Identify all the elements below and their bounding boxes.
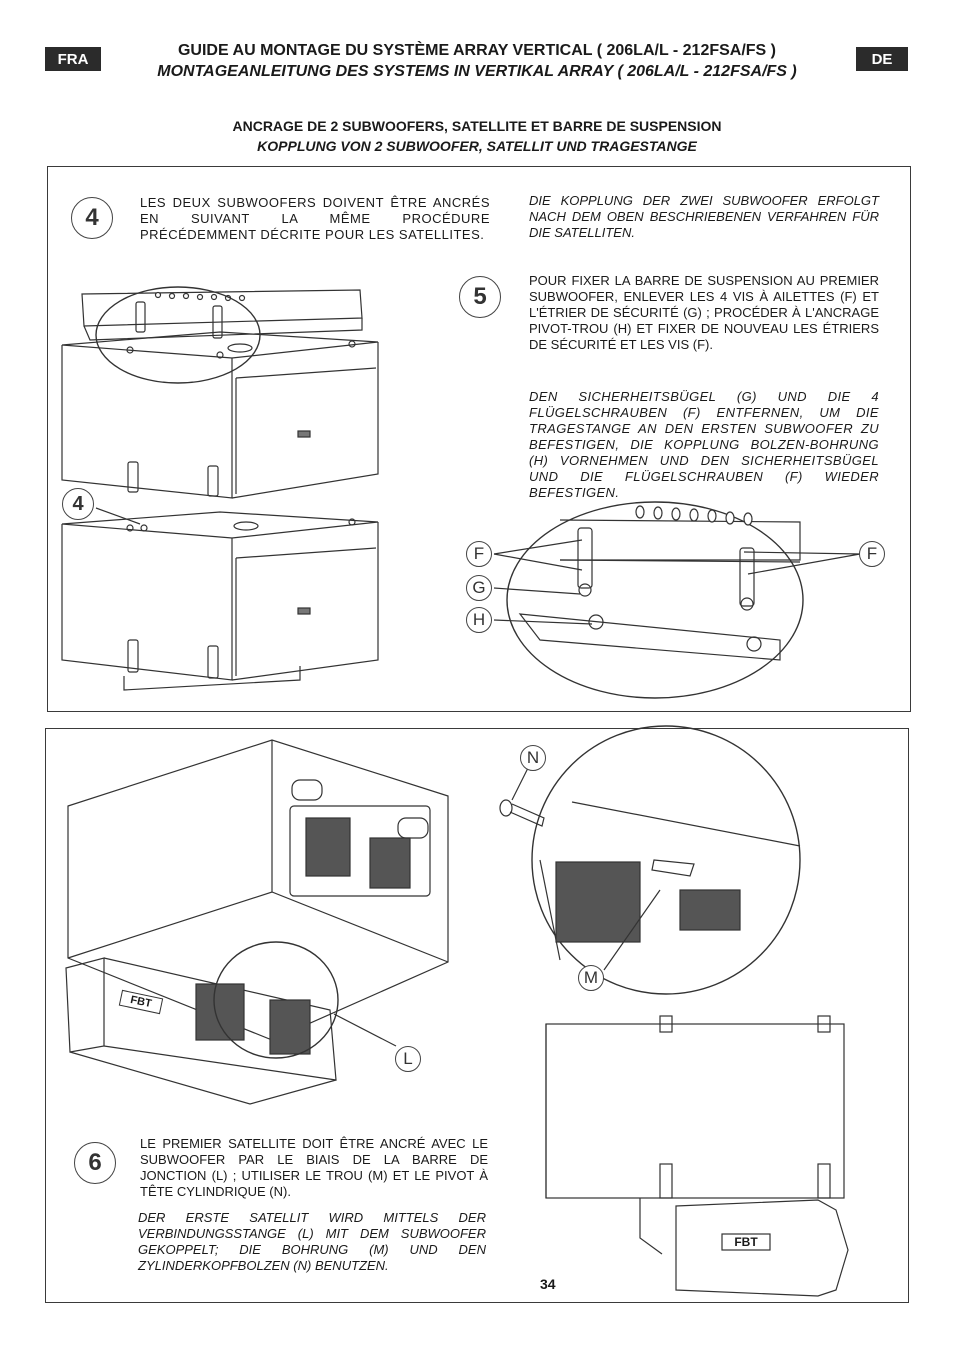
- language-badge-de: DE: [856, 47, 908, 71]
- step-5-text-fr: POUR FIXER LA BARRE DE SUSPENSION AU PRE…: [529, 273, 879, 352]
- callout-f-left: F: [466, 541, 492, 567]
- step-4-number: 4: [71, 197, 113, 239]
- section-title-de: KOPPLUNG VON 2 SUBWOOFER, SATELLIT UND T…: [257, 138, 697, 154]
- step-6-number: 6: [74, 1142, 116, 1184]
- title-de: MONTAGEANLEITUNG DES SYSTEMS IN VERTIKAL…: [157, 63, 797, 80]
- panel-steps-4-5: [47, 166, 911, 712]
- callout-f-right: F: [859, 541, 885, 567]
- page-number: 34: [540, 1276, 556, 1292]
- step-4-text-fr: LES DEUX SUBWOOFERS DOIVENT ÊTRE ANCRÉS …: [140, 195, 490, 242]
- callout-m: M: [578, 965, 604, 991]
- panel-step-6: [45, 728, 909, 1303]
- fbt-logo-right: FBT: [734, 1235, 758, 1249]
- callout-n: N: [520, 745, 546, 771]
- callout-g: G: [466, 575, 492, 601]
- step-4-marker: 4: [62, 488, 94, 520]
- section-title-fr: ANCRAGE DE 2 SUBWOOFERS, SATELLITE ET BA…: [232, 118, 722, 134]
- step-6-text-de: DER ERSTE SATELLIT WIRD MITTELS DER VERB…: [138, 1210, 486, 1273]
- language-badge-fra: FRA: [45, 47, 101, 71]
- step-5-number: 5: [459, 276, 501, 318]
- callout-l: L: [395, 1046, 421, 1072]
- step-6-text-fr: LE PREMIER SATELLITE DOIT ÊTRE ANCRÉ AVE…: [140, 1136, 488, 1199]
- step-5-text-de: DEN SICHERHEITSBÜGEL (G) UND DIE 4 FLÜGE…: [529, 389, 879, 500]
- step-4-text-de: DIE KOPPLUNG DER ZWEI SUBWOOFER ERFOLGT …: [529, 193, 879, 240]
- title-fr: GUIDE AU MONTAGE DU SYSTÈME ARRAY VERTIC…: [177, 42, 776, 59]
- callout-h: H: [466, 607, 492, 633]
